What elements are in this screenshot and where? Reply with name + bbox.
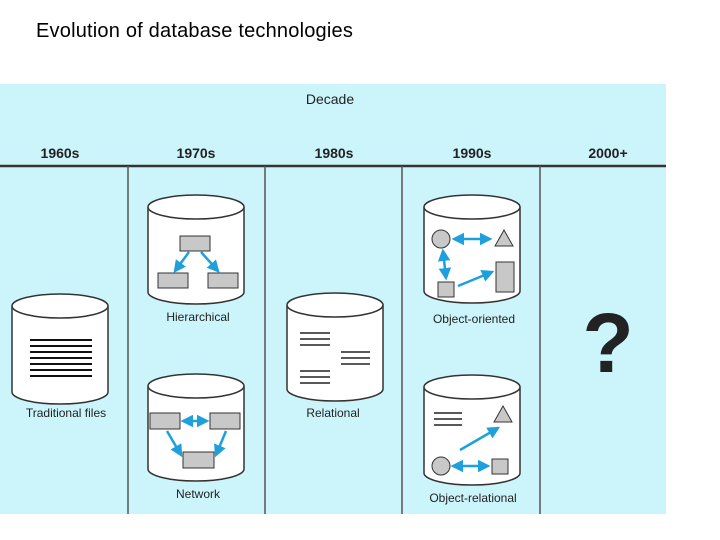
relational-cylinder [286,292,384,402]
relational-label: Relational [306,406,359,420]
traditional-files-label: Traditional files [26,406,106,420]
hierarchy-left-node [157,272,189,289]
decade-1990s: 1990s [453,145,492,161]
network-right-node [209,412,241,430]
network-bottom-node [182,451,215,469]
or-triangle-object [493,404,513,423]
or-square-object [491,458,509,475]
decade-1960s: 1960s [41,145,80,161]
hierarchy-root-node [179,235,211,252]
object-relational-label: Object-relational [429,491,516,505]
oo-triangle-object [494,228,514,247]
decade-2000plus: 2000+ [588,145,627,161]
oo-square-object [437,281,455,298]
file-lines-icon [30,339,92,377]
hierarchy-right-node [207,272,239,289]
column-dividers [127,166,541,514]
or-circle-object [431,456,451,476]
traditional-files-cylinder [11,293,109,405]
or-table-lines-icon [434,412,462,426]
network-left-node [149,412,181,430]
network-label: Network [176,487,221,501]
object-oriented-label: Object-oriented [433,312,515,326]
hierarchical-label: Hierarchical [166,310,229,324]
object-oriented-cylinder [423,194,521,304]
future-question-mark: ? [582,296,633,390]
network-cylinder [147,373,245,482]
object-relational-cylinder [423,374,521,486]
oo-tall-rect-object [495,261,515,293]
decade-labels: 1960s 1970s 1980s 1990s 2000+ [41,145,628,161]
slide-title: Evolution of database technologies [36,20,354,42]
decade-1980s: 1980s [315,145,354,161]
table-lines-icon [300,332,370,384]
decade-header: Decade [306,91,354,107]
decade-1970s: 1970s [177,145,216,161]
hierarchical-cylinder [147,194,245,305]
oo-circle-object [431,229,451,249]
